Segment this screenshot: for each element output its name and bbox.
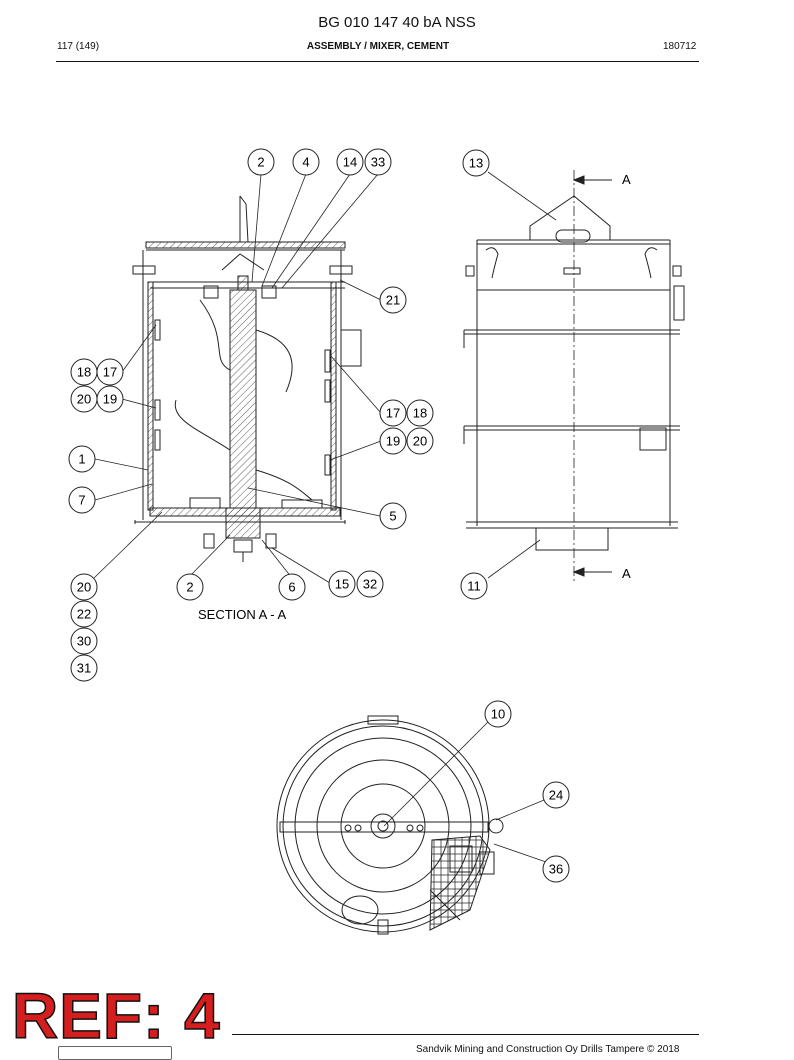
section-callout-number: 20 (77, 392, 91, 407)
section-callout-circle (70, 573, 98, 601)
section-callout-number: 22 (77, 607, 91, 622)
section-callout-number: 20 (413, 434, 427, 449)
ref-stamp: REF: 4 (11, 980, 221, 1052)
section-callout-number: 19 (386, 434, 400, 449)
section-callout-number: 7 (78, 493, 85, 508)
section-callout-number: 14 (343, 155, 357, 170)
footer-rule (232, 1034, 699, 1035)
section-callout-circle (70, 654, 98, 682)
section-callout-number: 18 (77, 365, 91, 380)
bottom-callout-circle (542, 855, 570, 883)
header-rule (56, 61, 699, 62)
section-callout-number: 33 (371, 155, 385, 170)
section-callout-circle (70, 600, 98, 628)
section-callout-circle (96, 358, 124, 386)
section-callout-circle (356, 570, 384, 598)
section-callout-number: 6 (288, 580, 295, 595)
section-callout-circle (278, 573, 306, 601)
section-callout-circle (70, 627, 98, 655)
section-callout-number: 30 (77, 634, 91, 649)
section-callout-circle (68, 445, 96, 473)
section-callout-number: 1 (78, 452, 85, 467)
section-callout-circle (336, 148, 364, 176)
copyright: Sandvik Mining and Construction Oy Drill… (416, 1044, 680, 1055)
section-callout-number: 17 (386, 406, 400, 421)
section-callout-number: 20 (77, 580, 91, 595)
cut-marker-top: A (622, 172, 631, 187)
side-callout-circle (460, 572, 488, 600)
section-callout-number: 31 (77, 661, 91, 676)
section-callout-circle (379, 286, 407, 314)
section-callout-circle (96, 385, 124, 413)
section-callout-circle (68, 486, 96, 514)
document-title: BG 010 147 40 bA NSS (318, 14, 476, 31)
section-callout-circle (406, 427, 434, 455)
section-callout-number: 2 (186, 580, 193, 595)
section-callout-number: 15 (335, 577, 349, 592)
side-view (463, 170, 685, 582)
section-callout-number: 32 (363, 577, 377, 592)
bottom-callout-circle (542, 781, 570, 809)
section-callout-circle (406, 399, 434, 427)
side-callout-number: 11 (467, 579, 481, 594)
bottom-view (276, 715, 504, 935)
section-callout-circle (379, 502, 407, 530)
bottom-callout-number: 10 (491, 707, 505, 722)
side-callout-number: 13 (469, 156, 483, 171)
section-title: ASSEMBLY / MIXER, CEMENT (306, 41, 450, 52)
date-code: 180712 (663, 41, 697, 52)
section-callout-circle (328, 570, 356, 598)
section-callout-circle (247, 148, 275, 176)
bottom-callout-number: 36 (549, 862, 563, 877)
section-callout-number: 17 (103, 365, 117, 380)
section-label: SECTION A - A (198, 607, 286, 622)
section-callout-circle (379, 399, 407, 427)
section-callout-number: 21 (386, 293, 400, 308)
section-callout-number: 2 (257, 155, 264, 170)
section-view (132, 195, 362, 562)
section-callout-circle (176, 573, 204, 601)
section-callout-circle (379, 427, 407, 455)
bottom-leaders (383, 721, 547, 863)
bottom-callout-circle (484, 700, 512, 728)
section-callout-circle (292, 148, 320, 176)
cut-marker-bottom: A (622, 566, 631, 581)
section-callout-number: 5 (389, 509, 396, 524)
page-number: 117 (149) (57, 41, 100, 52)
section-callout-number: 4 (302, 155, 309, 170)
section-leaders (93, 173, 382, 584)
side-callout-circle (462, 149, 490, 177)
section-callout-number: 18 (413, 406, 427, 421)
section-callout-circle (364, 148, 392, 176)
side-leaders (487, 171, 557, 579)
section-callout-number: 19 (103, 392, 117, 407)
bottom-callout-number: 24 (549, 788, 563, 803)
